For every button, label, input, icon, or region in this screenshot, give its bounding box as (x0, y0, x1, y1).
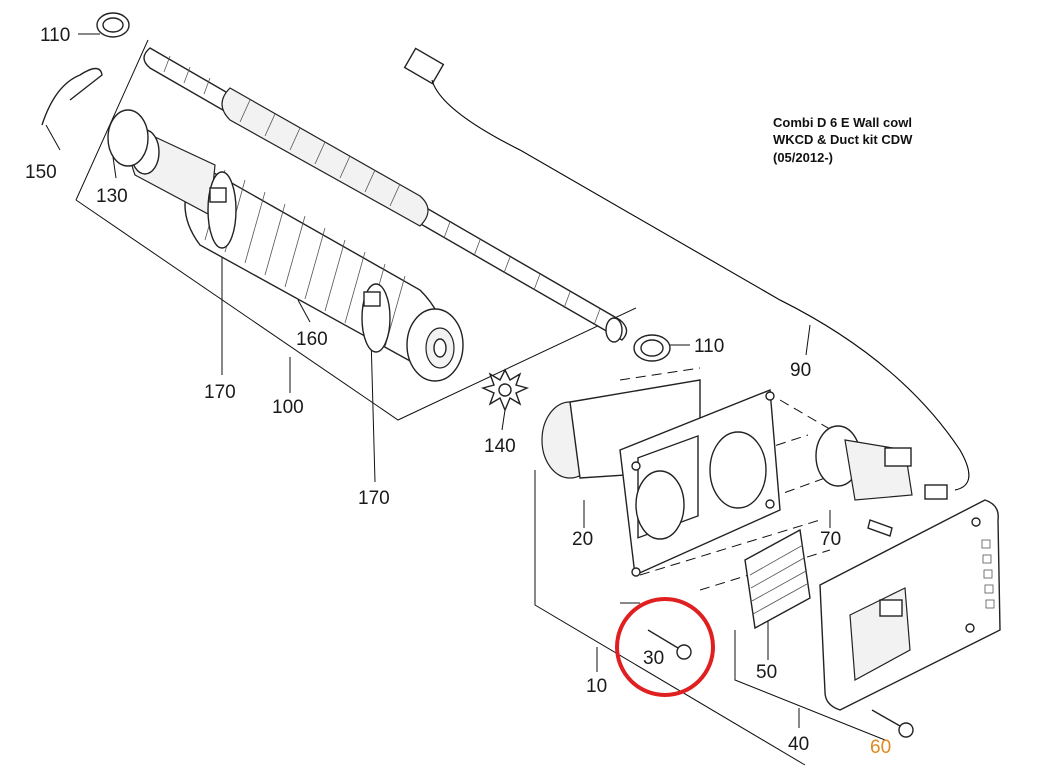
label-110-right: 110 (694, 336, 724, 357)
label-110-top: 110 (40, 25, 70, 46)
label-70: 70 (820, 529, 841, 550)
label-140: 140 (484, 436, 516, 457)
grille-50 (744, 528, 811, 630)
title-line-3: (05/2012-) (773, 150, 833, 165)
part-labels: 110 150 130 160 170 100 110 90 140 170 2… (25, 25, 891, 758)
hose-clamp-110-top (96, 12, 130, 38)
o-ring-130 (107, 109, 149, 167)
screw-60 (871, 709, 914, 738)
label-150: 150 (25, 162, 57, 183)
cable-90 (403, 47, 970, 500)
label-20: 20 (572, 529, 593, 550)
spring-clip-150 (41, 67, 103, 126)
label-160: 160 (296, 329, 328, 350)
title-line-2: WKCD & Duct kit CDW (773, 132, 913, 147)
fan-unit-70 (815, 425, 913, 537)
title-line-1: Combi D 6 E Wall cowl (773, 115, 912, 130)
label-90: 90 (790, 360, 811, 381)
housing-20 (541, 379, 781, 577)
screw-30 (647, 629, 692, 660)
hose-clamps-170 (207, 171, 391, 353)
label-100: 100 (272, 397, 304, 418)
label-170-left: 170 (204, 382, 236, 403)
label-60: 60 (870, 737, 891, 758)
diagram-title: Combi D 6 E Wall cowl WKCD & Duct kit CD… (773, 115, 913, 165)
label-10: 10 (586, 676, 607, 697)
cover-40 (819, 499, 1001, 711)
long-duct-hose (143, 47, 628, 343)
label-50: 50 (756, 662, 777, 683)
label-30: 30 (643, 648, 664, 669)
hose-clamp-110-right (633, 334, 671, 362)
label-40: 40 (788, 734, 809, 755)
highlight-circle (615, 597, 715, 697)
label-170-bottom: 170 (358, 488, 390, 509)
assembly-bracket-lines (45, 33, 886, 766)
star-washer-140 (480, 368, 530, 412)
label-130: 130 (96, 186, 128, 207)
